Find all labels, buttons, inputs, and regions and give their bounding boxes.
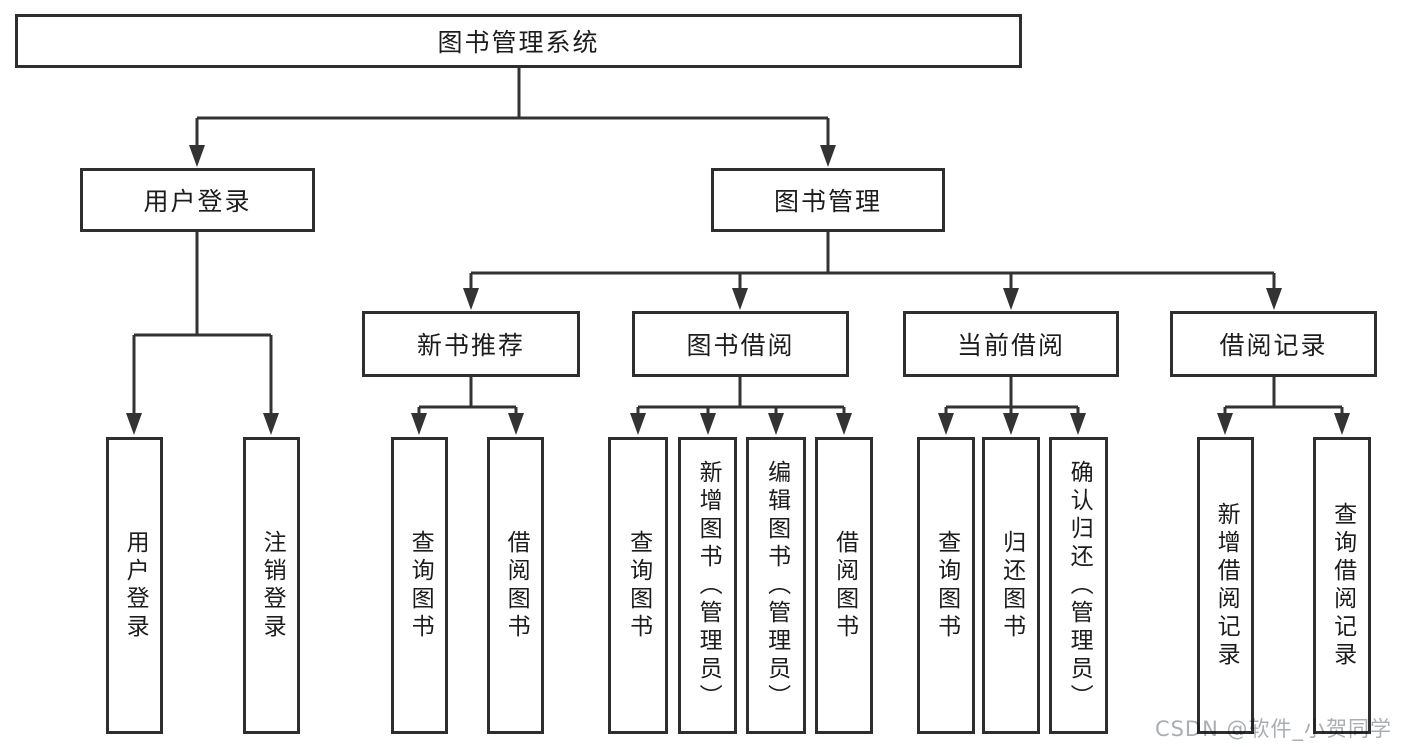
- node-user-login-group: 用户登录: [80, 168, 315, 232]
- node-user-login-leaf: 用户登录: [106, 437, 163, 734]
- node-current-borrowing: 当前借阅: [903, 311, 1119, 377]
- node-edit-books-admin: 编辑图书（管理员）: [746, 437, 806, 734]
- node-label: 查询图书: [407, 529, 434, 642]
- node-label: 注销登录: [259, 529, 286, 642]
- node-book-management: 图书管理: [711, 168, 945, 232]
- node-confirm-return-admin: 确认归还（管理员）: [1049, 437, 1108, 734]
- node-label: 图书管理系统: [437, 28, 600, 57]
- node-label: 查询图书: [933, 529, 960, 642]
- node-add-borrow-record: 新增借阅记录: [1197, 437, 1254, 734]
- node-label: 借阅图书: [503, 529, 530, 642]
- node-label: 确认归还（管理员）: [1066, 459, 1093, 712]
- node-borrowing-query-books: 查询图书: [608, 437, 668, 734]
- node-label: 查询借阅记录: [1329, 501, 1356, 670]
- node-recommend-borrow-books: 借阅图书: [487, 437, 544, 734]
- node-logout: 注销登录: [243, 437, 300, 734]
- node-label: 用户登录: [122, 529, 149, 642]
- node-borrowing-borrow-books: 借阅图书: [815, 437, 873, 734]
- node-new-book-recommend: 新书推荐: [362, 311, 580, 377]
- node-label: 新书推荐: [416, 331, 525, 360]
- node-borrowing-records: 借阅记录: [1170, 311, 1377, 377]
- node-library-management-system: 图书管理系统: [15, 14, 1022, 68]
- node-recommend-query-books: 查询图书: [391, 437, 448, 734]
- node-add-books-admin: 新增图书（管理员）: [678, 437, 737, 734]
- node-return-books: 归还图书: [982, 437, 1040, 734]
- node-book-borrowing: 图书借阅: [632, 311, 849, 377]
- node-label: 编辑图书（管理员）: [763, 459, 790, 712]
- node-label: 借阅图书: [831, 529, 858, 642]
- node-label: 当前借阅: [956, 331, 1065, 360]
- node-label: 归还图书: [998, 529, 1025, 642]
- csdn-watermark: CSDN @软件_小贺同学: [1154, 717, 1392, 741]
- node-label: 新增借阅记录: [1213, 501, 1240, 670]
- node-label: 借阅记录: [1219, 331, 1328, 360]
- node-current-query-books: 查询图书: [917, 437, 975, 734]
- node-label: 用户登录: [143, 187, 252, 216]
- node-label: 图书管理: [773, 187, 882, 216]
- node-label: 新增图书（管理员）: [695, 459, 722, 712]
- node-query-borrow-record: 查询借阅记录: [1313, 437, 1371, 734]
- node-label: 查询图书: [625, 529, 652, 642]
- node-label: 图书借阅: [686, 331, 795, 360]
